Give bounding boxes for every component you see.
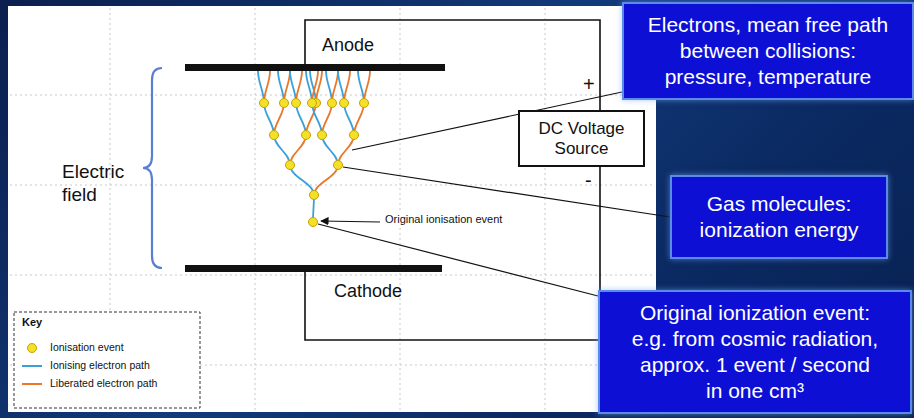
ionisation-dot bbox=[280, 99, 289, 108]
electron-path bbox=[274, 135, 290, 165]
ionisation-dot bbox=[318, 131, 327, 140]
electron-path bbox=[314, 165, 338, 195]
box-text: Original ionization event: e.g. from cos… bbox=[631, 300, 880, 404]
legend-text: Ionising electron path bbox=[50, 359, 150, 371]
box-text: Gas molecules: ionization energy bbox=[684, 191, 874, 243]
electron-path bbox=[290, 165, 314, 195]
grid bbox=[10, 8, 654, 410]
ionisation-dot bbox=[310, 191, 319, 200]
ionisation-dot bbox=[302, 131, 311, 140]
callout-box: Gas molecules: ionization energy bbox=[670, 175, 888, 259]
ionisation-dot bbox=[308, 99, 317, 108]
polarity-sign: - bbox=[585, 168, 592, 192]
ionisation-dot bbox=[328, 99, 337, 108]
ionisation-dot bbox=[350, 131, 359, 140]
legend-text: Liberated electron path bbox=[50, 377, 157, 389]
electron-path bbox=[264, 103, 274, 135]
electron-path bbox=[290, 135, 306, 165]
ionisation-dot bbox=[360, 99, 369, 108]
ionisation-dot bbox=[270, 131, 279, 140]
field-label: Electric field bbox=[62, 160, 142, 206]
legend-title: Key bbox=[22, 316, 42, 329]
electron-path bbox=[338, 135, 354, 165]
event-label: Original ionisation event bbox=[383, 213, 504, 226]
ionisation-dot bbox=[286, 161, 295, 170]
box-text: Electrons, mean free path between collis… bbox=[639, 12, 897, 90]
electron-path bbox=[344, 103, 354, 135]
electron-path bbox=[322, 103, 332, 135]
electron-path bbox=[274, 103, 284, 135]
ionisation-dot bbox=[340, 99, 349, 108]
ionisation-dot bbox=[292, 99, 301, 108]
ionisation-dot bbox=[309, 218, 318, 227]
anode-plate bbox=[185, 64, 445, 71]
electron-path bbox=[354, 103, 364, 135]
leader-line bbox=[318, 92, 670, 296]
legend-text: Ionisation event bbox=[50, 341, 124, 353]
electron-path bbox=[296, 103, 306, 135]
electrode-label: Anode bbox=[322, 34, 374, 56]
source-box: DC Voltage Source bbox=[518, 110, 645, 167]
avalanche-tree bbox=[258, 71, 370, 227]
ionisation-dot bbox=[260, 99, 269, 108]
polarity-sign: + bbox=[583, 72, 595, 96]
electron-path bbox=[322, 135, 338, 165]
key-box bbox=[14, 312, 200, 408]
electrode-label: Cathode bbox=[334, 280, 402, 302]
callout-box: Original ionization event: e.g. from cos… bbox=[598, 290, 912, 414]
box-text: DC Voltage Source bbox=[527, 119, 637, 159]
callout-box: Electrons, mean free path between collis… bbox=[622, 2, 914, 100]
cathode-plate bbox=[185, 265, 442, 272]
ionisation-dot bbox=[334, 161, 343, 170]
pointer-arrow bbox=[321, 221, 380, 222]
field-bracket bbox=[143, 68, 162, 268]
